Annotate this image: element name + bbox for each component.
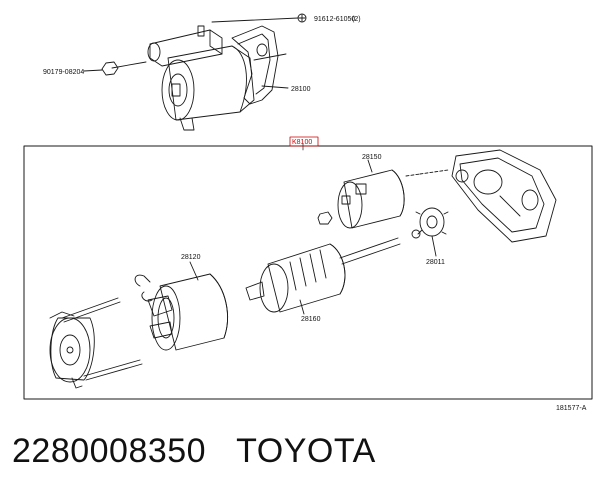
figure-code: 181577-A — [556, 405, 587, 412]
group-reference-code: K8100 — [292, 139, 312, 146]
solenoid-drawing — [317, 159, 449, 229]
pinion-drawing — [411, 207, 449, 257]
armature-part-number: 28160 — [301, 316, 321, 323]
commutator-end-frame-drawing — [49, 297, 143, 389]
bolt-top-part-number: 91612-61050 — [314, 16, 355, 23]
caption-brand: TOYOTA — [236, 432, 376, 470]
field-frame-part-number: 28120 — [181, 254, 201, 261]
pinion-part-number: 28011 — [426, 259, 445, 266]
nut-part-number: 90179-08204 — [43, 69, 84, 76]
field-frame-drawing — [134, 261, 228, 351]
bolt-top-quantity: (2) — [352, 16, 361, 23]
armature-drawing — [245, 237, 401, 315]
starter-assembly-part-number: 28100 — [291, 86, 311, 93]
part-caption: 2280008350 TOYOTA — [12, 432, 376, 471]
exploded-view-frame — [23, 145, 593, 400]
starter-assembly-drawing — [83, 13, 307, 131]
caption-part-number: 2280008350 — [12, 432, 207, 470]
solenoid-part-number: 28150 — [362, 154, 382, 161]
drive-housing-drawing — [451, 149, 557, 243]
